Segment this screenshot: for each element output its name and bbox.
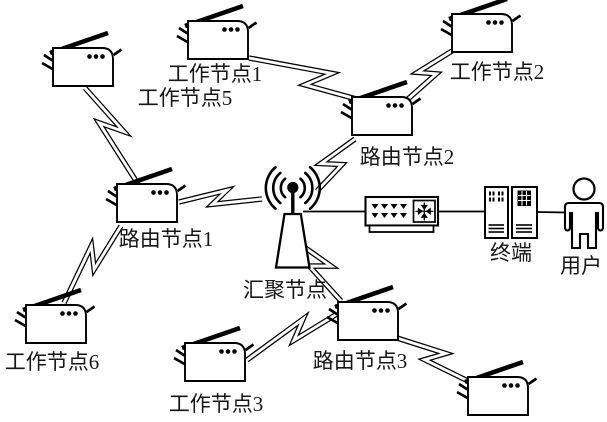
- label-user: 用户: [560, 254, 602, 278]
- label-router3: 路由节点3: [313, 349, 408, 373]
- label-work2: 工作节点2: [450, 60, 545, 84]
- wireless-link-work2-router2: [406, 48, 454, 102]
- node-router1: [106, 169, 186, 222]
- label-work1: 工作节点1: [168, 62, 263, 86]
- label-terminal: 终端: [490, 241, 532, 265]
- wireless-link-work6-router1: [61, 224, 124, 305]
- terminal-cabinet-icon: [484, 186, 538, 239]
- wireless-link-work5-router1: [82, 86, 141, 186]
- cabinet-grid: [518, 191, 531, 206]
- node-work5: [42, 33, 122, 86]
- label-work3: 工作节点3: [169, 392, 264, 416]
- wireless-link-work3-router3: [245, 310, 339, 363]
- node-work1: [177, 6, 257, 59]
- user-person-icon: [563, 177, 605, 250]
- wireless-link-work1-router2: [248, 55, 361, 103]
- node-work4: [457, 362, 537, 415]
- cabinet-indicators: [489, 191, 504, 202]
- wireless-links: [61, 48, 470, 384]
- label-work6: 工作节点6: [5, 350, 100, 374]
- wired-link-terminal-user: [536, 211, 567, 214]
- wireless-link-router1-sink: [178, 185, 263, 208]
- node-work6: [15, 290, 95, 343]
- wireless-link-router3-work4: [396, 335, 470, 384]
- gateway-ports: [371, 204, 407, 218]
- label-router1: 路由节点1: [119, 227, 214, 251]
- node-router2: [341, 82, 421, 135]
- node-work3: [174, 328, 254, 381]
- sink-antenna-icon: [264, 166, 321, 269]
- wired-links: [303, 210, 567, 214]
- label-sink: 汇聚节点: [243, 278, 327, 302]
- gateway-arrow-pad: [415, 202, 434, 221]
- radio-waves-icon: [264, 166, 321, 210]
- wireless-link-sink-router3: [295, 239, 343, 303]
- label-router2: 路由节点2: [360, 145, 455, 169]
- node-work2: [441, 0, 521, 52]
- gateway-device-icon: [364, 195, 440, 233]
- cabinet-vents: [488, 224, 532, 233]
- wireless-link-router2-sink: [313, 136, 357, 193]
- label-work5: 工作节点5: [138, 86, 233, 110]
